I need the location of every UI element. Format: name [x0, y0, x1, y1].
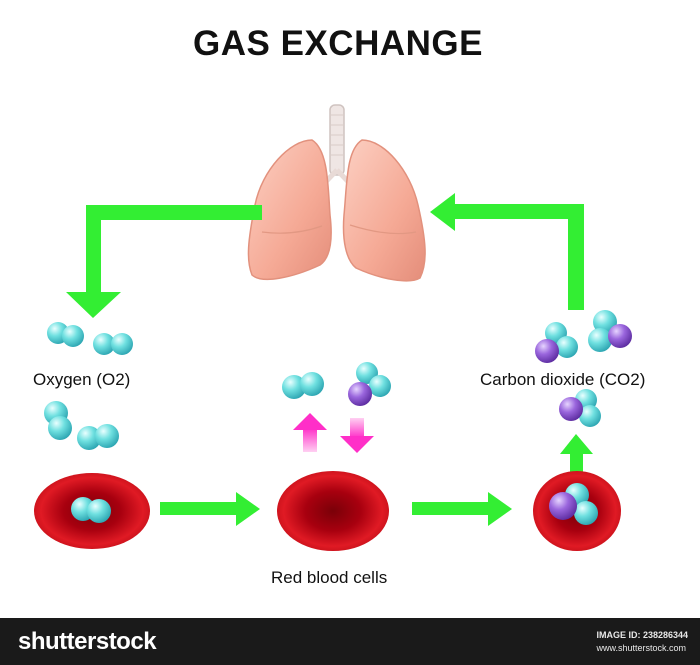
diagram-title: GAS EXCHANGE: [193, 24, 483, 63]
carbon-dioxide-molecule: [559, 389, 601, 427]
left-lung: [247, 139, 332, 281]
oxygen-molecule: [93, 333, 133, 355]
carbon-dioxide-label: Carbon dioxide (CO2): [480, 370, 646, 389]
pink-arrow-down: [340, 418, 374, 453]
red-blood-cells-label: Red blood cells: [271, 568, 388, 587]
oxygen-molecule: [71, 497, 111, 523]
right-lung: [342, 139, 426, 282]
oxygen-molecule: [47, 322, 84, 347]
stock-footer-bar: shutterstock IMAGE ID: 238286344 www.shu…: [0, 618, 700, 665]
image-id: IMAGE ID: 238286344: [596, 630, 688, 640]
arrow-cell1-to-cell2: [160, 492, 260, 526]
shutterstock-logo: shutterstock: [18, 628, 157, 655]
gas-exchange-diagram: [34, 104, 632, 551]
carbon-dioxide-molecule: [588, 310, 632, 352]
arrow-co2-release-up: [560, 434, 593, 472]
site-url: www.shutterstock.com: [596, 643, 686, 653]
red-blood-cell-co2-loaded: [533, 471, 621, 551]
lungs-illustration: [247, 104, 426, 282]
arrow-cell2-to-cell3: [412, 492, 512, 526]
oxygen-molecule: [282, 372, 324, 399]
image-id-block: IMAGE ID: 238286344 www.shutterstock.com: [596, 629, 688, 655]
top-left-loop-arrow: [66, 205, 262, 318]
oxygen-molecule: [44, 401, 72, 440]
carbon-dioxide-molecule: [549, 483, 598, 525]
trachea: [329, 104, 345, 176]
carbon-dioxide-molecule: [348, 362, 391, 406]
oxygen-molecule: [77, 424, 119, 450]
top-right-loop-arrow: [430, 193, 584, 310]
carbon-dioxide-molecule: [535, 322, 578, 363]
pink-arrow-up: [293, 413, 327, 452]
red-blood-cell-oxygen-loaded: [34, 473, 150, 549]
oxygen-label: Oxygen (O2): [33, 370, 131, 389]
red-blood-cell-empty: [277, 471, 389, 551]
